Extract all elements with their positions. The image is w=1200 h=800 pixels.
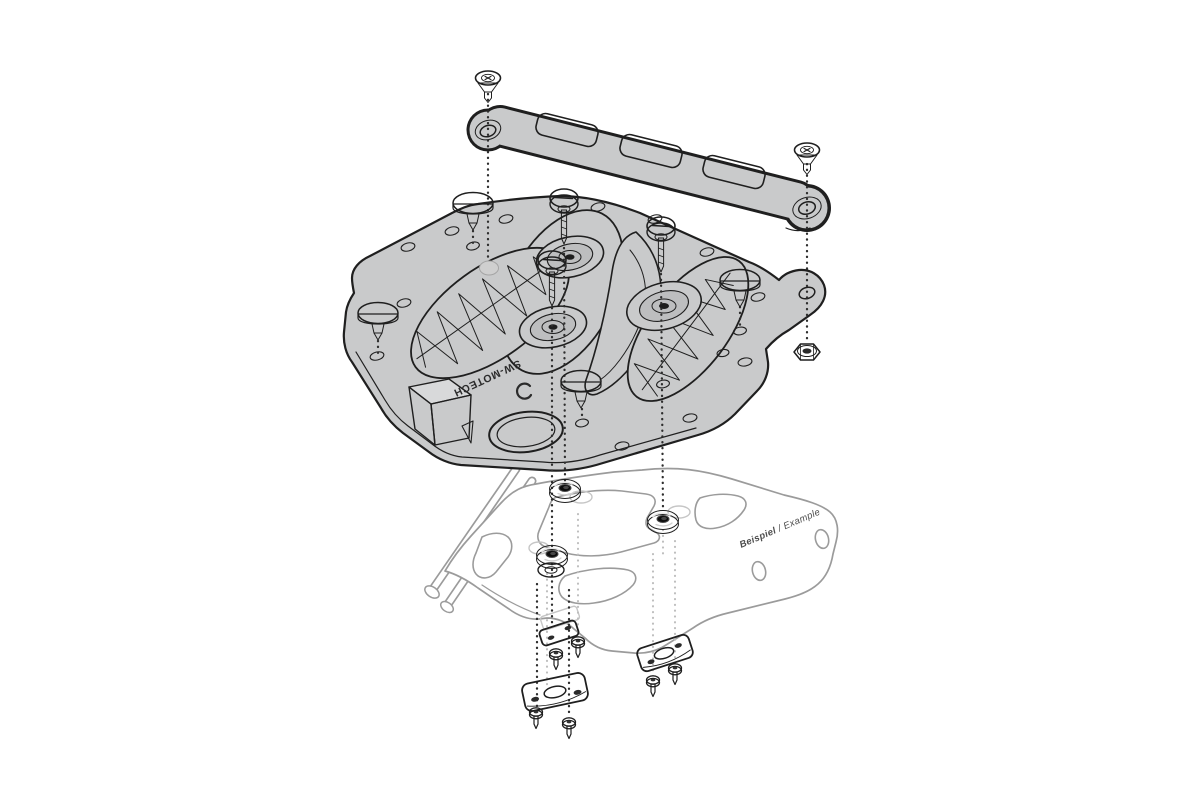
plate-thickness-edge bbox=[355, 351, 697, 464]
rack-platform bbox=[444, 467, 839, 655]
countersunk-screw-left bbox=[474, 70, 502, 104]
rack-hole-2 bbox=[751, 560, 767, 582]
plate-oval-hole bbox=[488, 410, 564, 454]
mounting-bracket bbox=[466, 105, 831, 232]
plate-eyelet-hole bbox=[798, 286, 816, 300]
hardware bbox=[357, 70, 821, 740]
rib-pocket-left bbox=[410, 246, 570, 380]
clamp-plate-3 bbox=[636, 633, 694, 673]
rack-hole-1 bbox=[814, 528, 830, 550]
example-luggage-rack: Beispiel / Example bbox=[424, 464, 839, 655]
adapter-plate: SW-MOTECH bbox=[342, 194, 827, 472]
tapping-screw-4 bbox=[561, 717, 577, 740]
tapping-screw-1 bbox=[570, 636, 586, 659]
bracket-slot-3 bbox=[702, 154, 766, 190]
clamp-plate-2 bbox=[521, 672, 589, 712]
bracket-slot-2 bbox=[619, 133, 683, 169]
bracket-eyelet-ring-left bbox=[474, 119, 502, 141]
clamp-plate-1 bbox=[538, 619, 580, 647]
bracket-eyelet-hole-right bbox=[797, 200, 817, 216]
brand-logo-swirl bbox=[515, 382, 533, 400]
locking-latch bbox=[408, 378, 474, 446]
bracket-eyelet-hole-left bbox=[479, 124, 497, 138]
bracket-slot-1 bbox=[535, 112, 599, 148]
rack-slot-bottom bbox=[558, 567, 637, 605]
screw-well-3 bbox=[626, 280, 702, 332]
tapping-screw-2 bbox=[548, 648, 564, 671]
assembly-guide-lines bbox=[376, 92, 809, 719]
rack-slot-right bbox=[694, 493, 747, 530]
bracket-eyelet-ring-right bbox=[792, 196, 822, 220]
hex-nut bbox=[793, 343, 821, 361]
tapping-screw-3 bbox=[528, 707, 544, 730]
screw-well-2 bbox=[518, 305, 588, 349]
tapping-screw-5 bbox=[645, 675, 661, 698]
plate-holes bbox=[369, 202, 766, 451]
bracket-edge-hint bbox=[785, 227, 811, 232]
rack-front-lip bbox=[481, 584, 541, 616]
rack-central-opening bbox=[537, 489, 661, 557]
tapping-screw-6 bbox=[667, 663, 683, 686]
rack-slot-left bbox=[472, 532, 513, 579]
